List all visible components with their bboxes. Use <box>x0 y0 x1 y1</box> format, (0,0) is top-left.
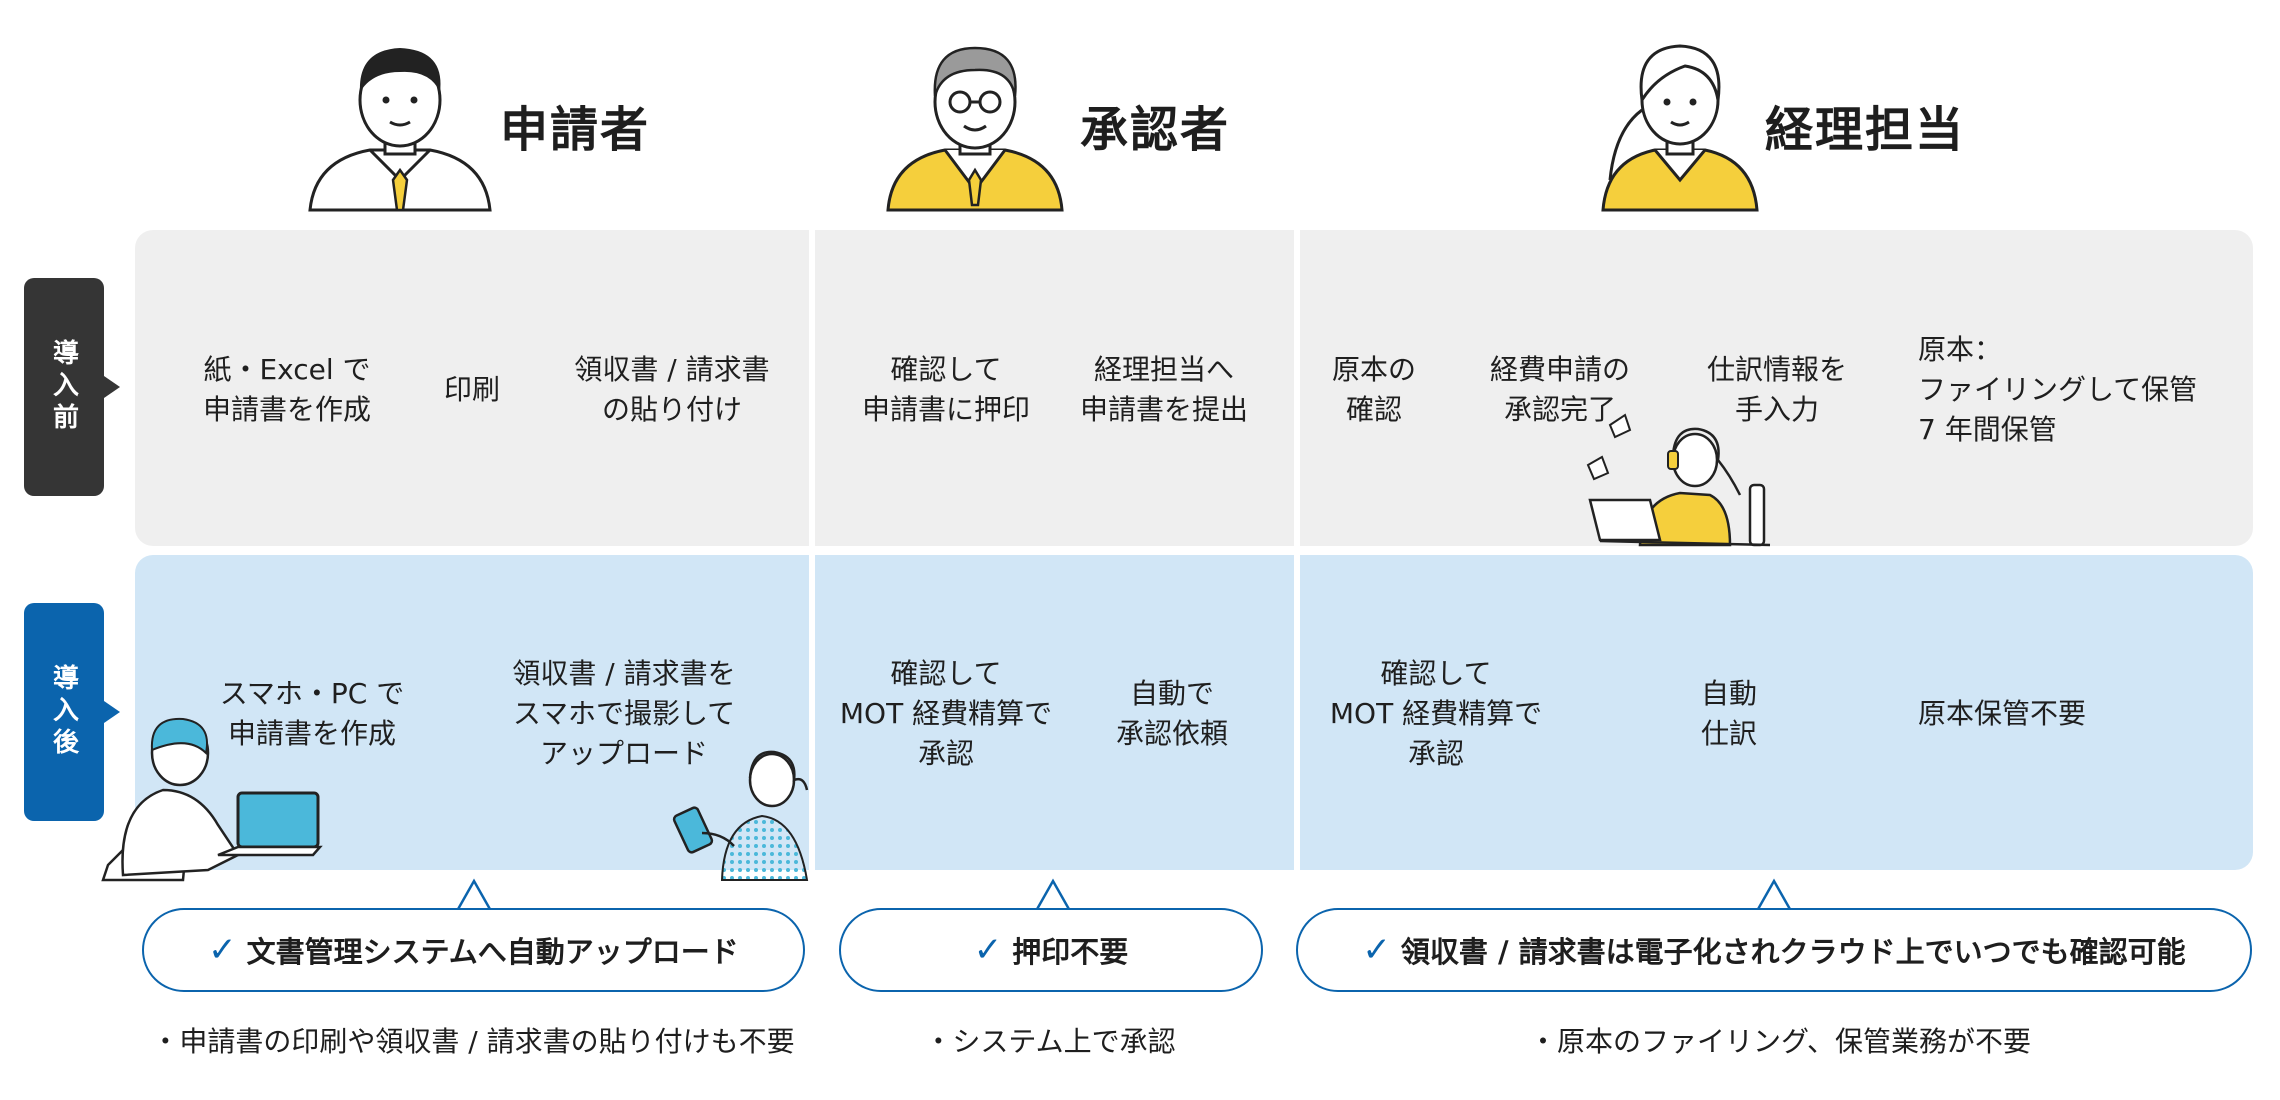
before-panel <box>135 230 2253 546</box>
pointer-caret <box>1034 878 1072 912</box>
benefit-note: ・申請書の印刷や領収書 / 請求書の貼り付けも不要 <box>151 1025 795 1058</box>
check-icon: ✓ <box>973 930 1003 970</box>
column-divider <box>809 230 815 870</box>
before-step: 原本の 確認 <box>1331 353 1417 426</box>
accountant-illustration <box>1601 44 1759 212</box>
before-step: 原本： ファイリングして保管 7 年間保管 <box>1918 333 2198 446</box>
busy-accountant-illustration <box>1586 413 1771 547</box>
check-icon: ✓ <box>1362 930 1391 970</box>
before-step: 仕訳情報を 手入力 <box>1706 353 1848 426</box>
after-step: 確認して MOT 経費精算で 承認 <box>839 657 1053 770</box>
before-label: 導入前 <box>24 278 120 496</box>
role-title-accountant: 経理担当 <box>1765 102 1966 158</box>
benefit-note: ・システム上で承認 <box>924 1025 1176 1058</box>
before-step: 経費申請の 承認完了 <box>1489 353 1631 426</box>
after-step: 確認して MOT 経費精算で 承認 <box>1329 657 1543 770</box>
benefit-pill-applicant: ✓ 文書管理システムへ自動アップロード <box>142 908 805 992</box>
applicant-illustration <box>308 48 492 212</box>
pointer-caret <box>455 878 493 912</box>
approver-illustration <box>886 46 1064 212</box>
column-divider <box>1294 230 1300 870</box>
after-step: 自動で 承認依頼 <box>1115 677 1229 750</box>
after-step: 原本保管不要 <box>1918 697 2087 730</box>
benefit-note: ・原本のファイリング、保管業務が不要 <box>1528 1025 2032 1058</box>
laptop-user-illustration <box>101 717 323 882</box>
role-title-approver: 承認者 <box>1080 102 1231 158</box>
after-step: 自動 仕訳 <box>1700 677 1758 750</box>
after-label: 導入後 <box>24 603 120 821</box>
smartphone-user-illustration <box>672 750 809 881</box>
check-icon: ✓ <box>208 930 237 970</box>
role-title-applicant: 申請者 <box>500 102 651 158</box>
before-step: 領収書 / 請求書 の貼り付け <box>574 353 770 426</box>
after-panel <box>135 555 2253 870</box>
benefit-pill-approver: ✓ 押印不要 <box>839 908 1263 992</box>
benefit-pill-accountant: ✓ 領収書 / 請求書は電子化されクラウド上でいつでも確認可能 <box>1296 908 2252 992</box>
before-step: 紙・Excel で 申請書を作成 <box>202 353 372 426</box>
after-step: スマホ・PC で 申請書を作成 <box>219 677 405 750</box>
before-step: 印刷 <box>443 373 501 406</box>
pointer-caret <box>1755 878 1793 912</box>
after-step: 領収書 / 請求書を スマホで撮影して アップロード <box>512 657 736 770</box>
before-step: 経理担当へ 申請書を提出 <box>1079 353 1249 426</box>
before-step: 確認して 申請書に押印 <box>861 353 1031 426</box>
